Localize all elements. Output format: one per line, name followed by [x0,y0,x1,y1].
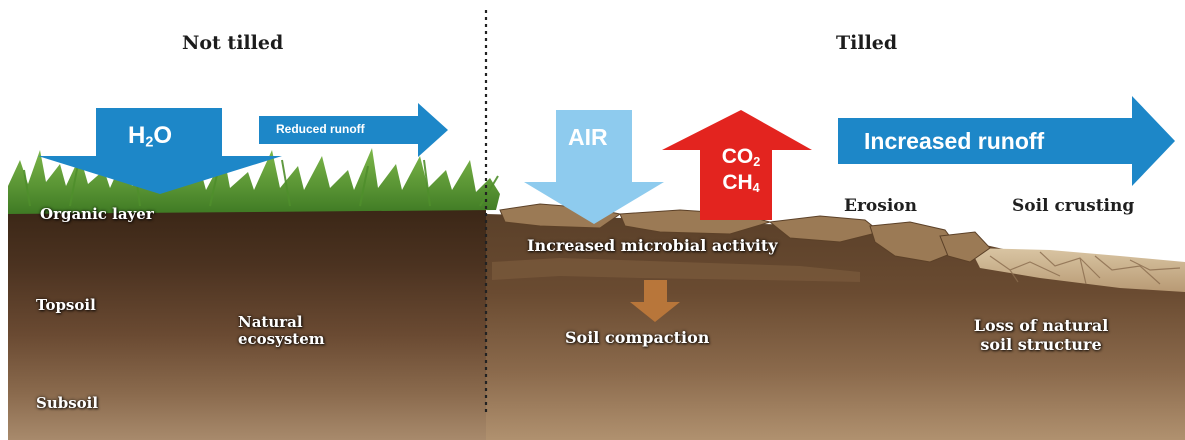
co2-sub: 2 [753,155,761,170]
soil-compaction-label: Soil compaction [565,328,710,347]
air-arrow-label: AIR [568,124,608,150]
water-symbol-main: H [128,122,146,149]
loss-line1: Loss of natural [973,316,1109,335]
reduced-runoff-label: Reduced runoff [276,122,365,136]
soil-clods [499,203,991,263]
emission-arrow [662,110,812,220]
natural-ecosystem-label: Natural ecosystem [238,313,325,349]
topsoil-label: Topsoil [36,296,96,314]
natural-ecosystem-line2: ecosystem [238,330,325,349]
natural-ecosystem-line1: Natural [238,313,303,331]
air-arrow [524,110,664,224]
grass [8,148,500,214]
soil-crusting-label: Soil crusting [1012,196,1135,216]
cracked-crust [970,248,1185,292]
organic-layer-label: Organic layer [40,205,154,223]
co2-main: CO [721,145,754,168]
water-symbol-tail: O [153,122,173,149]
emission-arrow-label: CO2 CH4 [706,145,776,196]
loss-line2: soil structure [980,335,1102,355]
untilled-soil [8,206,486,440]
water-arrow-label: H2O [128,122,172,150]
ch4-label: CH4 [706,171,776,196]
erosion-label: Erosion [844,196,917,216]
loss-of-structure-label: Loss of natural soil structure [946,316,1136,354]
microbial-activity-label: Increased microbial activity [527,236,778,255]
ch4-sub: 4 [752,181,760,196]
left-panel-heading: Not tilled [182,32,284,54]
water-arrow [38,108,282,194]
compaction-arrow [630,280,680,322]
co2-label: CO2 [706,145,776,170]
plow-layer [492,258,860,282]
increased-runoff-label: Increased runoff [864,128,1045,154]
reduced-runoff-arrow [259,103,448,157]
water-symbol-sub: 2 [145,134,154,151]
ch4-main: CH [722,171,753,195]
increased-runoff-arrow [838,96,1175,186]
subsoil-label: Subsoil [36,394,99,412]
right-panel-heading: Tilled [836,32,898,54]
